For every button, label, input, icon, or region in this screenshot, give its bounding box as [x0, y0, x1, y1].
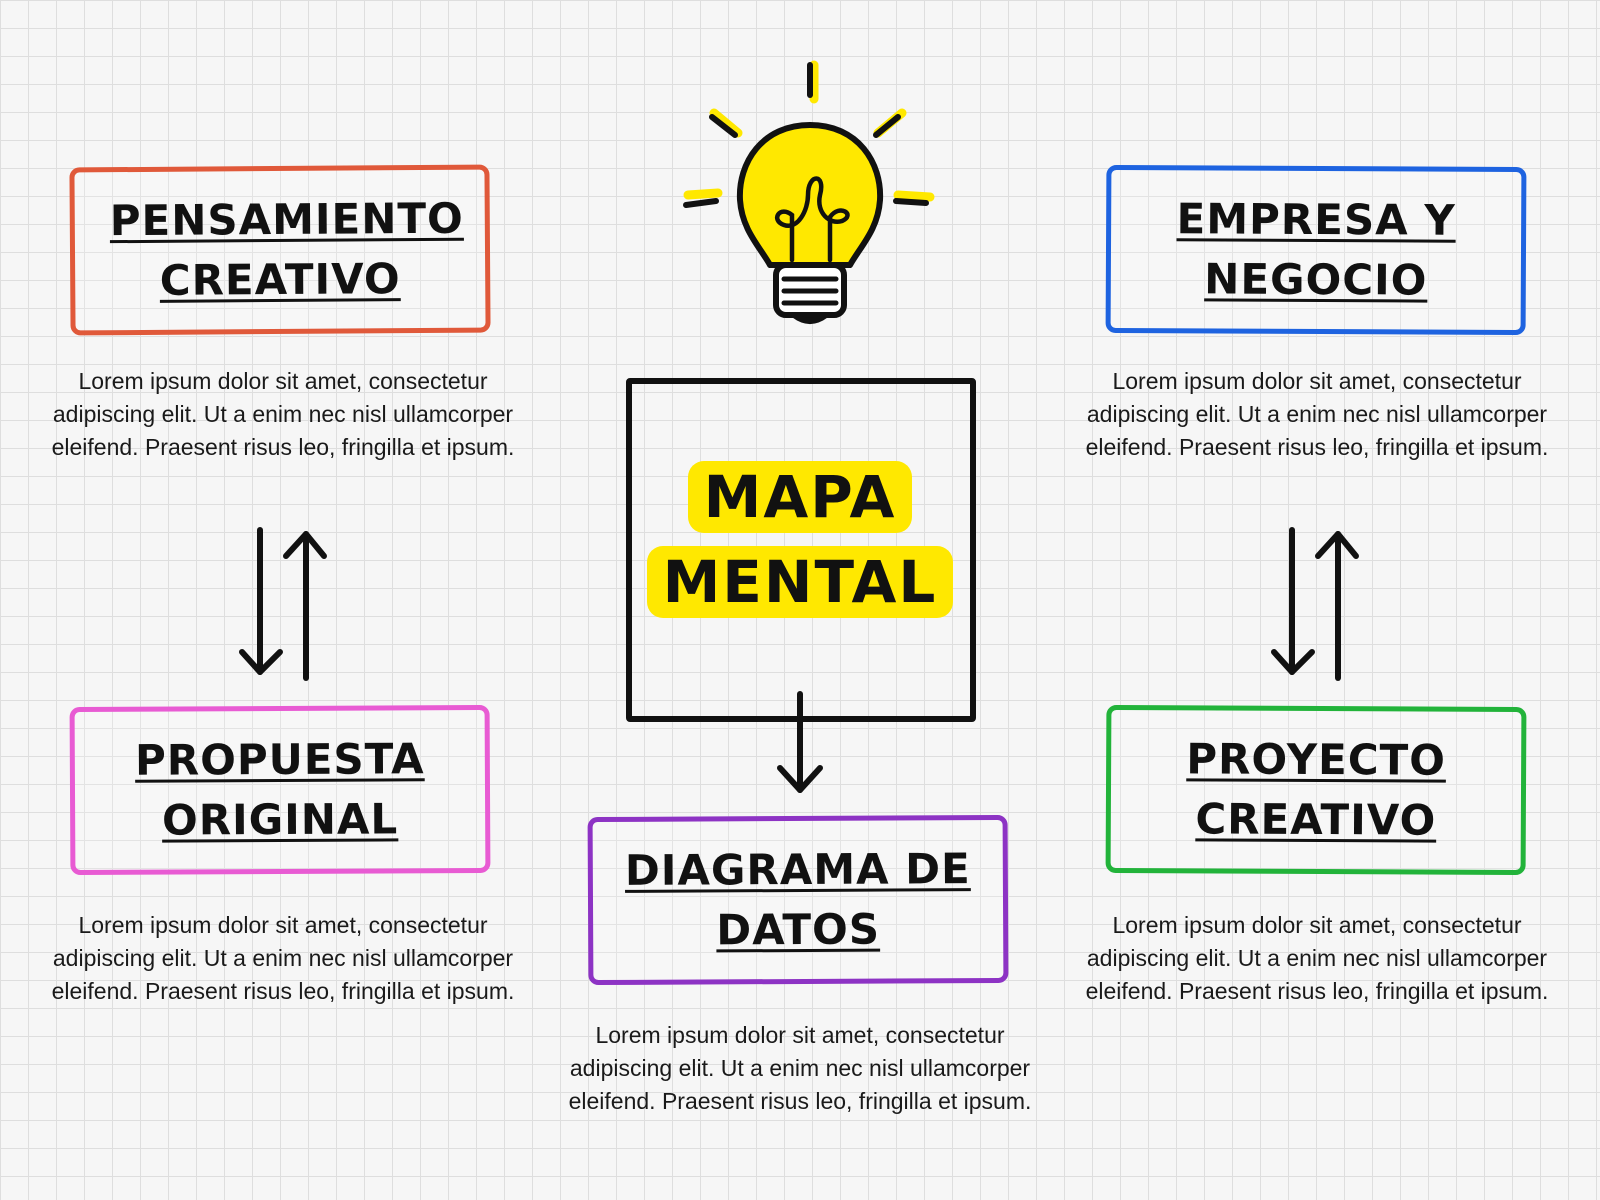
double-arrow-left — [239, 527, 327, 681]
node-description: Lorem ipsum dolor sit amet, consectetur … — [568, 1022, 1032, 1114]
node-pensamiento-creativo: PENSAMIENTO CREATIVO — [69, 164, 491, 336]
node-proyecto-creativo: PROYECTO CREATIVO — [1105, 704, 1527, 876]
node-description: Lorem ipsum dolor sit amet, consectetur … — [1085, 912, 1549, 1004]
node-description: Lorem ipsum dolor sit amet, consectetur … — [51, 368, 515, 460]
node-title: PENSAMIENTO CREATIVO — [109, 193, 464, 305]
node-title: PROYECTO CREATIVO — [1186, 734, 1447, 845]
arrow-down-center — [777, 691, 823, 793]
lightbulb-icon — [683, 60, 935, 324]
node-title: EMPRESA Y NEGOCIO — [1176, 194, 1456, 305]
central-topic-line-2: MENTAL — [646, 546, 954, 618]
node-empresa-y-negocio: EMPRESA Y NEGOCIO — [1105, 164, 1527, 336]
node-title: DIAGRAMA DE DATOS — [624, 844, 971, 955]
central-topic-title: MAPA MENTAL — [640, 455, 960, 625]
node-propuesta-original: PROPUESTA ORIGINAL — [69, 704, 491, 876]
node-description: Lorem ipsum dolor sit amet, consectetur … — [51, 912, 515, 1004]
central-topic-line-1: MAPA — [687, 461, 913, 533]
node-description: Lorem ipsum dolor sit amet, consectetur … — [1085, 368, 1549, 460]
node-title: PROPUESTA ORIGINAL — [134, 734, 425, 845]
node-diagrama-de-datos: DIAGRAMA DE DATOS — [587, 814, 1009, 986]
double-arrow-right — [1271, 527, 1359, 681]
